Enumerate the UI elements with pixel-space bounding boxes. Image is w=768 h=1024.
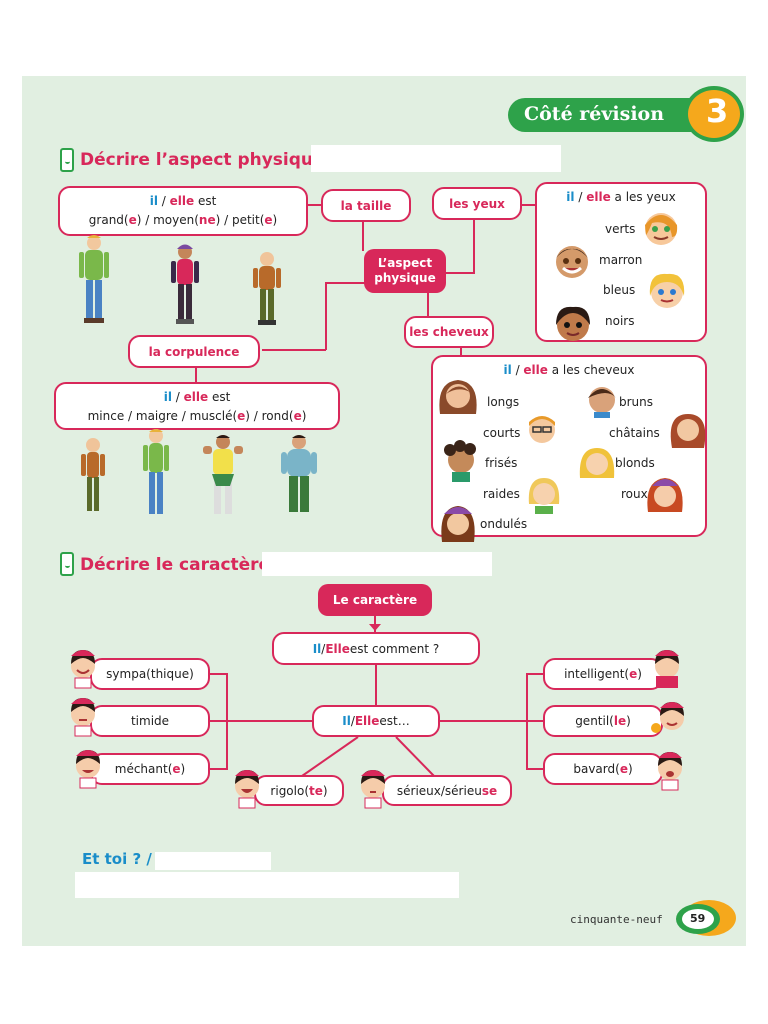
hair-chatains: châtains — [609, 426, 660, 440]
taille-box: il / elle est grand(e) / moyen(ne) / pet… — [58, 186, 308, 236]
face-wavy-hair-icon — [441, 506, 475, 542]
face-black-eyes-icon — [556, 306, 590, 341]
girl-friendly-icon — [71, 650, 95, 689]
section-title-physique: Décrire l’aspect physique — [80, 150, 325, 170]
trait-sympathique: sympa(thique) — [90, 658, 210, 690]
eye-color-verts: verts — [605, 222, 636, 236]
face-blue-eyes-icon — [649, 273, 685, 308]
phone-icon — [60, 552, 74, 576]
les-yeux-label: les yeux — [432, 187, 522, 220]
eye-color-marron: marron — [599, 253, 643, 267]
aspect-physique-center: L’aspect physique — [364, 249, 446, 293]
trait-mechant: méchant(e) — [90, 753, 210, 785]
hair-bruns: bruns — [619, 395, 654, 409]
la-corpulence-label: la corpulence — [128, 335, 260, 368]
trait-intelligent: intelligent(e) — [543, 658, 663, 690]
face-green-eyes-icon — [645, 213, 678, 245]
girl-shy-icon — [71, 698, 95, 737]
answer-field[interactable] — [75, 872, 459, 898]
girl-serious-icon — [361, 770, 385, 809]
tall-person-illustration — [79, 235, 109, 323]
et-toi-title: Et toi ? / — [82, 850, 152, 868]
girl-chatty-icon — [658, 752, 682, 791]
face-brown-eyes-icon — [556, 246, 588, 278]
phone-icon — [60, 148, 74, 172]
chapter-number: 3 — [706, 92, 729, 130]
blank-field — [311, 145, 561, 172]
page-number-badge: 59 — [676, 900, 738, 936]
short-person-illustration — [253, 252, 281, 325]
question-box: Il / Elle est comment ? — [272, 632, 480, 665]
eye-color-noirs: noirs — [605, 314, 635, 328]
face-chestnut-hair-icon — [670, 414, 706, 448]
hair-ondules: ondulés — [480, 517, 528, 531]
blank-field — [155, 852, 271, 870]
hair-blonds: blonds — [615, 456, 655, 470]
eye-color-bleus: bleus — [603, 283, 636, 297]
skinny-person-illustration — [143, 429, 169, 514]
pronoun-il: il — [149, 194, 158, 208]
corpulence-adjectives: mince / maigre / musclé(e) / rond(e) — [87, 409, 307, 423]
hair-roux: roux — [621, 487, 648, 501]
hair-raides: raides — [483, 487, 520, 501]
girl-funny-icon — [235, 770, 259, 809]
face-short-hair-icon — [529, 416, 555, 443]
face-long-hair-icon — [439, 380, 477, 414]
section-title-caractere: Décrire le caractère — [80, 555, 271, 575]
face-red-hair-icon — [647, 478, 683, 512]
la-taille-label: la taille — [321, 189, 411, 222]
les-cheveux-label: les cheveux — [404, 316, 494, 348]
caractere-center: Le caractère — [318, 584, 432, 616]
thin-person-illustration — [81, 438, 105, 511]
hub-box: Il / Elle est… — [312, 705, 440, 737]
muscular-person-illustration — [203, 435, 243, 514]
hair-courts: courts — [483, 426, 521, 440]
face-straight-hair-icon — [528, 478, 560, 514]
corpulence-box: il / elle est mince / maigre / musclé(e)… — [54, 382, 340, 430]
girl-mean-icon — [76, 750, 100, 789]
chapter-badge: Côté révision 3 — [508, 86, 744, 142]
pronoun-elle: elle — [169, 194, 195, 208]
trait-timide: timide — [90, 705, 210, 737]
trait-gentil: gentil(le) — [543, 705, 663, 737]
girl-kind-icon — [651, 702, 684, 733]
face-blond-hair-icon — [579, 448, 615, 478]
face-curly-hair-icon — [444, 440, 476, 482]
hair-frises: frisés — [485, 456, 518, 470]
page-word: cinquante-neuf — [570, 913, 663, 926]
round-person-illustration — [281, 435, 317, 512]
girl-smart-icon — [655, 650, 679, 688]
trait-bavard: bavard(e) — [543, 753, 663, 785]
taille-adjectives: grand(e) / moyen(ne) / petit(e) — [88, 213, 278, 227]
blank-field — [262, 552, 492, 576]
face-brown-hair-icon — [588, 387, 616, 418]
trait-rigolo: rigolo(te) — [254, 775, 344, 806]
hair-longs: longs — [487, 395, 520, 409]
chapter-badge-label: Côté révision — [524, 103, 665, 125]
medium-person-illustration — [171, 244, 199, 324]
